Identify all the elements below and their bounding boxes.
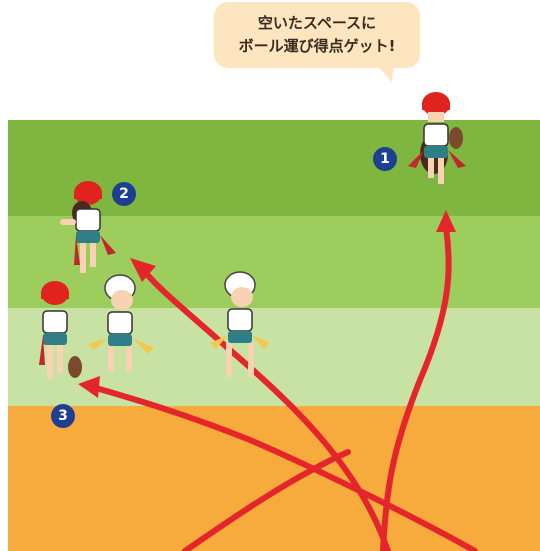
speech-bubble-line-1: 空いたスペースに — [257, 14, 377, 32]
arrow-to-player-3 — [78, 376, 478, 551]
football-icon — [449, 127, 463, 149]
player-3 — [39, 281, 82, 379]
speech-bubble-line-2: ボール運び得点ゲット! — [238, 37, 396, 55]
zone-bottom — [8, 406, 540, 551]
marker-1: 1 — [373, 147, 397, 171]
marker-3: 3 — [51, 404, 75, 428]
arrow-from-bottom-left — [182, 449, 351, 551]
player-1 — [408, 92, 466, 184]
speech-bubble-tail — [372, 60, 394, 82]
player-2 — [60, 181, 116, 273]
marker-2: 2 — [112, 182, 136, 206]
defender-b — [210, 271, 270, 377]
defender-a — [88, 274, 154, 372]
speech-bubble: 空いたスペースに ボール運び得点ゲット! — [214, 2, 420, 68]
arrow-to-player-1 — [380, 210, 456, 551]
football-icon — [68, 356, 82, 378]
